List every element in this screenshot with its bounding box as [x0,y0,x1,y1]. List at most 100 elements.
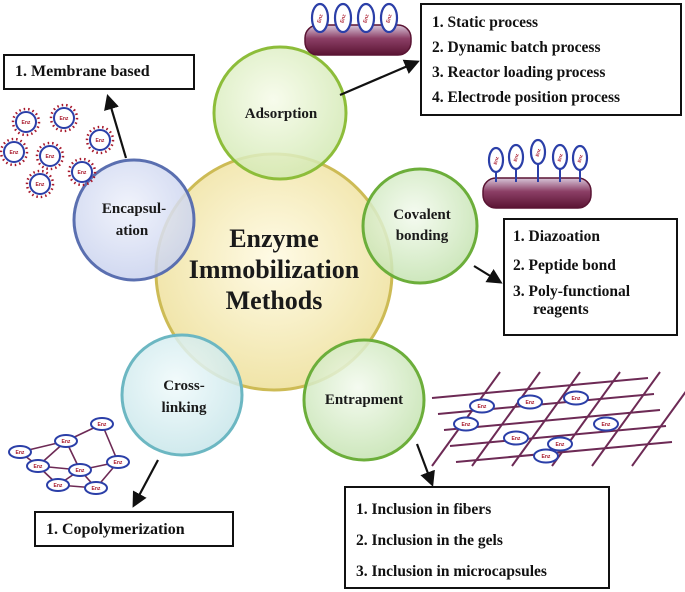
adsorption-illustration: Enz Enz Enz Enz [304,2,412,56]
entrapped-enzyme [563,390,589,406]
adsorbed-enzyme [333,2,353,34]
enzyme-label: Enz [62,439,71,445]
adsorption-item-4: 4. Electrode position process [432,89,621,106]
gel-fiber [591,371,661,467]
capsule-membrane [85,125,115,155]
center-title-line1: Enzyme [229,224,319,253]
gel-fiber [449,425,667,447]
arrow-entrapment [415,443,435,487]
covalent-bonding-circle [361,167,479,285]
enzyme-label: Enz [46,154,55,160]
arrow-encapsulation [104,94,128,159]
capsule [53,107,75,129]
enzyme-label: Enz [10,150,19,156]
enzyme-label: Enz [556,442,565,448]
entrapment-item-1: 1. Inclusion in fibers [356,501,492,518]
covalent-box: 1. Diazoation 2. Peptide bond 3. Poly-fu… [503,218,678,336]
entrapped-enzyme [533,448,559,464]
entrapment-label: Entrapment [325,392,403,408]
adsorption-item-3: 3. Reactor loading process [432,64,606,81]
crosslinking-label-line1: Cross- [163,378,204,394]
enzyme-label: Enz [577,153,584,163]
center-title-line2: Immobilization [189,255,360,284]
adsorbed-enzyme [310,2,330,34]
adsorption-label: Adsorption [245,106,318,122]
entrapped-enzyme [593,416,619,432]
capsule [29,173,51,195]
enzyme-label: Enz [98,422,107,428]
covalent-item-3: 3. Poly-functional [513,283,631,300]
bound-enzyme [571,144,589,172]
adsorption-circle [212,45,348,181]
bound-enzyme [487,146,505,174]
capsule-membrane [35,141,65,171]
arrow-adsorption [339,59,420,97]
adsorbed-enzyme [379,2,399,34]
enzyme-label: Enz [22,120,31,126]
capsule [89,129,111,151]
entrapped-enzyme [469,398,495,414]
covalent-label-line2: bonding [396,228,449,244]
enzyme-label: Enz [16,450,25,456]
gel-fiber [443,409,661,431]
covalent-item-3-cont: reagents [533,301,589,318]
enzyme-label: Enz [60,116,69,122]
adsorption-item-1: 1. Static process [432,14,539,31]
capsule-membrane [25,169,55,199]
encapsulation-box: 1. Membrane based [3,54,195,90]
enzyme-label: Enz [513,152,520,162]
enzyme-label: Enz [339,13,347,24]
gel-fiber [455,441,673,463]
entrapped-enzyme [453,416,479,432]
encapsulation-label-line1: Encapsul- [102,201,166,217]
crosslinked-enzyme [84,481,108,495]
gel-fiber [511,371,581,467]
capsule [39,145,61,167]
capsule-membrane [67,157,97,187]
center-title-line3: Methods [226,286,323,315]
encapsulation-item-1: 1. Membrane based [15,63,150,80]
adsorption-item-2: 2. Dynamic batch process [432,39,601,56]
enzyme-label: Enz [512,436,521,442]
entrapped-enzyme [517,394,543,410]
capsule-membrane [49,103,79,133]
enzyme-label: Enz [385,13,393,24]
bound-enzyme [507,143,525,171]
crosslinked-enzyme [8,445,32,459]
bound-enzyme [551,143,569,171]
enzyme-label: Enz [493,155,500,165]
capsule [71,161,93,183]
gel-fiber [631,391,685,467]
arrow-covalent [473,265,503,284]
enzyme-label: Enz [114,460,123,466]
enzyme-label: Enz [462,422,471,428]
arrow-crosslinking [132,459,159,508]
enzyme-label: Enz [34,464,43,470]
crosslinking-circle [120,333,244,457]
enzyme-label: Enz [92,486,101,492]
enzyme-label: Enz [96,138,105,144]
encapsulation-label-line2: ation [116,223,149,239]
enzyme-label: Enz [76,468,85,474]
crosslinked-enzyme [46,478,70,492]
enzyme-label: Enz [602,422,611,428]
crosslinking-label-line2: linking [161,400,207,416]
capsule-membrane [11,107,41,137]
covalent-item-1: 1. Diazoation [513,228,600,245]
adsorbed-enzyme [356,2,376,34]
entrapment-item-3: 3. Inclusion in microcapsules [356,563,547,580]
crosslinking-box: 1. Copolymerization [34,511,234,547]
enzyme-label: Enz [316,13,324,24]
enzyme-label: Enz [362,13,370,24]
enzyme-label: Enz [526,400,535,406]
crosslinked-enzyme [26,459,50,473]
bound-enzyme [529,138,547,166]
entrapped-enzyme [547,436,573,452]
crosslinked-enzyme [106,455,130,469]
enzyme-label: Enz [478,404,487,410]
